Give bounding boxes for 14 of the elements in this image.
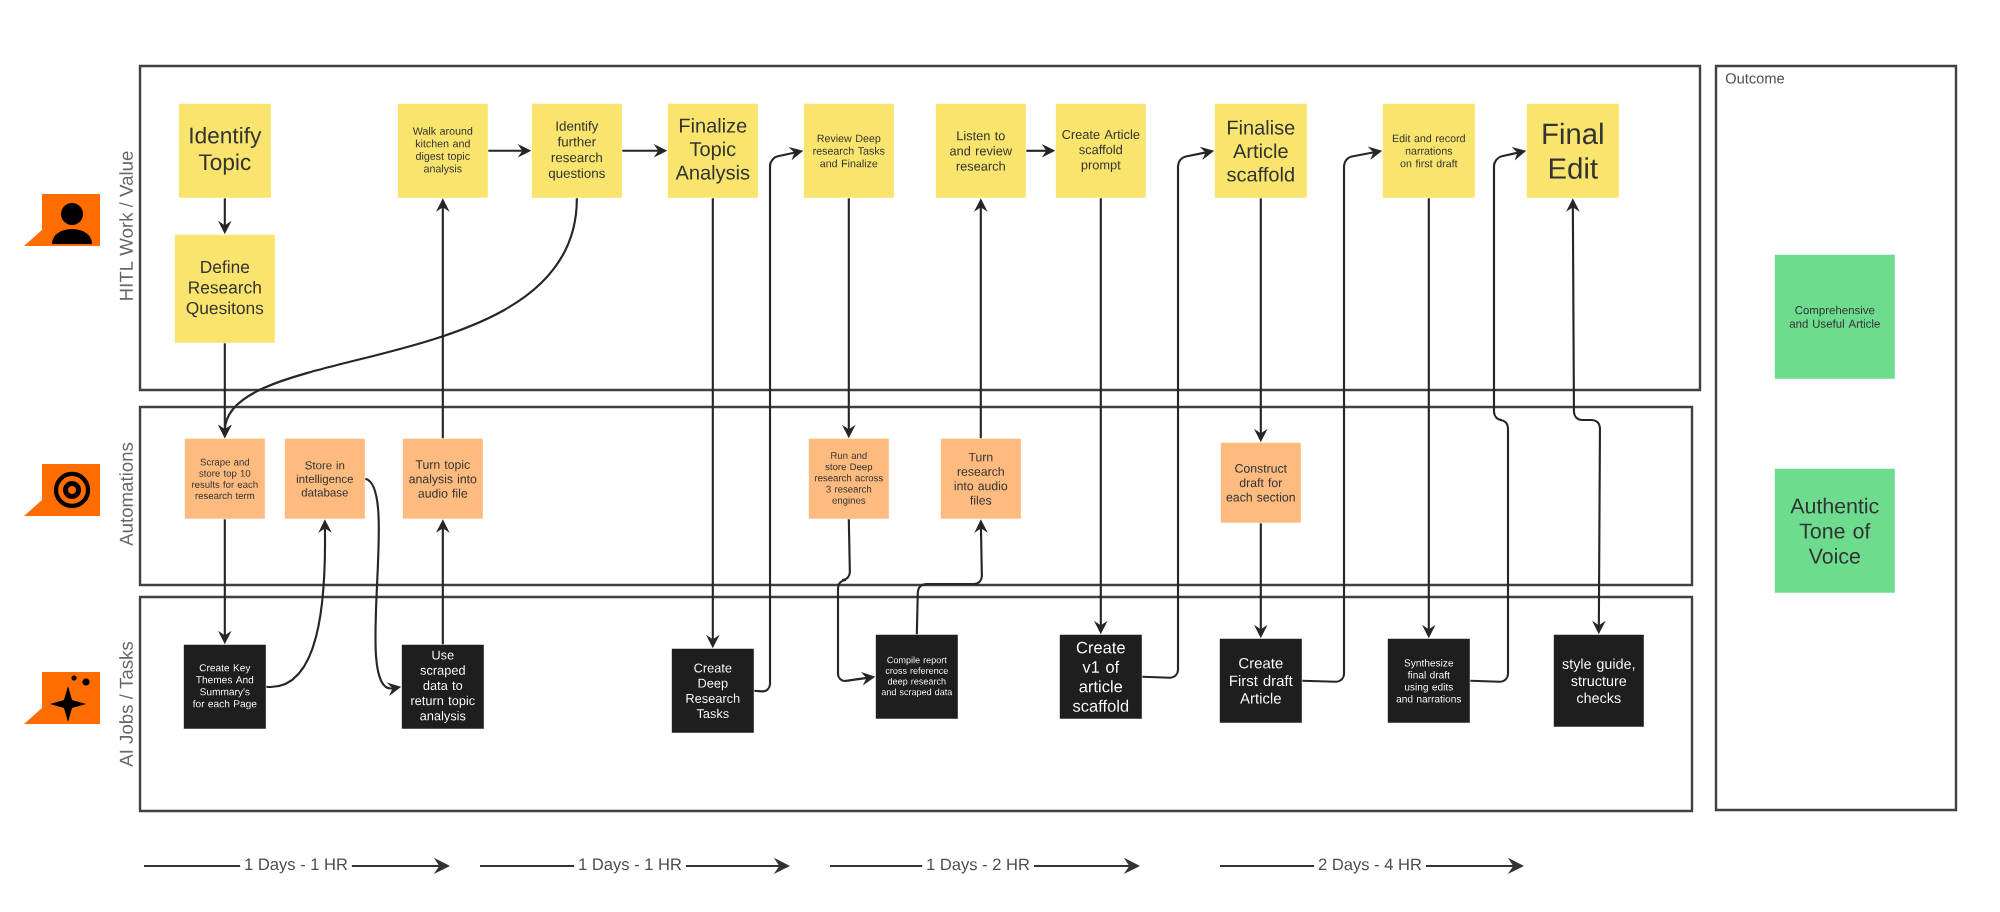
sticky-note: Authentic Tone of Voice [1774,468,1895,593]
sticky-note: Identify Topic [178,103,271,198]
sticky-note: Finalise Article scaffold [1214,103,1307,198]
timeline-label: 1 Days - 2 HR [922,854,1034,878]
timeline-label: 1 Days - 1 HR [574,854,686,878]
task-card: Create v1 of article scaffold [1059,634,1142,719]
sticky-note: Finalize Topic Analysis [667,103,758,198]
node-label: HITL Work / Value [119,151,133,300]
node-label: AI Jobs / Tasks [119,641,133,767]
timeline-label: 1 Days - 1 HR [240,854,352,878]
node-label: Automations [119,442,133,546]
sticky-note: Final Edit [1526,103,1619,198]
sticky-note: Define Research Quesitons [174,234,275,343]
timeline-label: 2 Days - 4 HR [1314,854,1426,878]
